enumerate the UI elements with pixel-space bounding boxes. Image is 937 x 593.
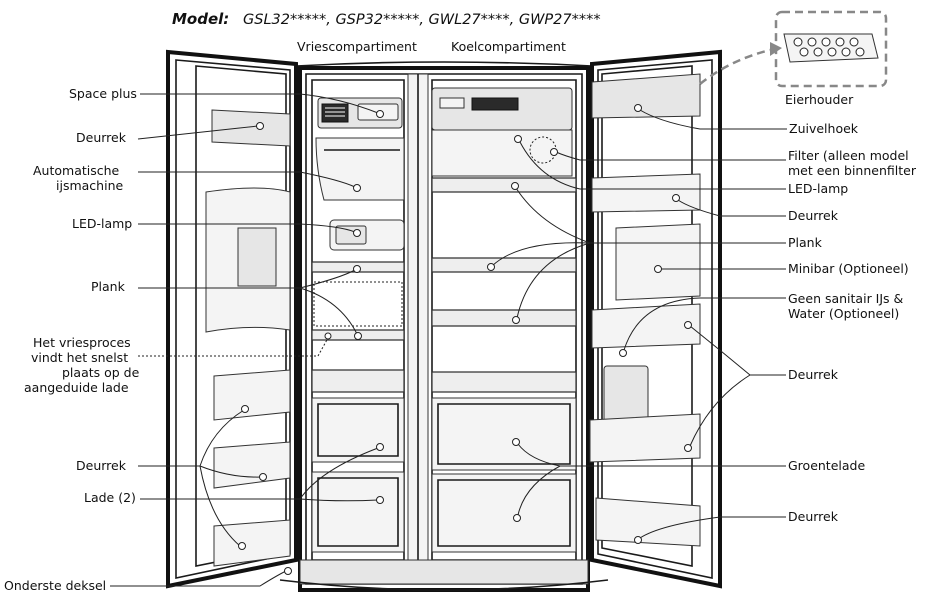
label-sanitair-1: Geen sanitair IJs & (788, 291, 904, 306)
label-vries-3: plaats op de (62, 365, 140, 380)
label-minibar: Minibar (Optioneel) (788, 261, 909, 276)
label-groentelade: Groentelade (788, 458, 865, 473)
model-key: Model: (172, 10, 229, 28)
fridge-compartment (431, 87, 577, 553)
label-deurrek-lower-left: Deurrek (76, 458, 127, 473)
label-deurrek-right-2: Deurrek (788, 367, 839, 382)
label-lade: Lade (2) (84, 490, 136, 505)
label-vries-4: aangeduide lade (24, 380, 129, 395)
label-plank-left: Plank (91, 279, 126, 294)
label-ijsmachine-2: ijsmachine (56, 178, 123, 193)
label-plank-right: Plank (788, 235, 823, 250)
label-led-lamp-left: LED-lamp (72, 216, 132, 231)
label-zuivelhoek: Zuivelhoek (789, 121, 859, 136)
label-sanitair-2: Water (Optioneel) (788, 306, 899, 321)
heading-freezer: Vriescompartiment (297, 39, 417, 54)
label-filter-1: Filter (alleen model (788, 148, 909, 163)
label-deurrek-top-left: Deurrek (76, 130, 127, 145)
egg-holder (699, 10, 888, 88)
label-ijsmachine-1: Automatische (33, 163, 120, 178)
freezer-compartment (311, 97, 405, 553)
model-value: GSL32*****, GSP32*****, GWL27****, GWP27… (243, 12, 601, 28)
label-led-lamp-right: LED-lamp (788, 181, 848, 196)
heading-fridge: Koelcompartiment (451, 39, 566, 54)
label-deurrek-right-1: Deurrek (788, 208, 839, 223)
label-vries-2: vindt het snelst (31, 350, 128, 365)
label-filter-2: met een binnenfilter (788, 163, 917, 178)
cabinet (279, 61, 609, 592)
label-eierhouder: Eierhouder (785, 92, 854, 107)
label-vries-1: Het vriesproces (33, 335, 131, 350)
label-onderste-deksel: Onderste deksel (4, 578, 106, 593)
freezer-door (166, 49, 298, 589)
label-deurrek-right-3: Deurrek (788, 509, 839, 524)
label-space-plus: Space plus (69, 86, 137, 101)
fridge-door (589, 49, 722, 589)
